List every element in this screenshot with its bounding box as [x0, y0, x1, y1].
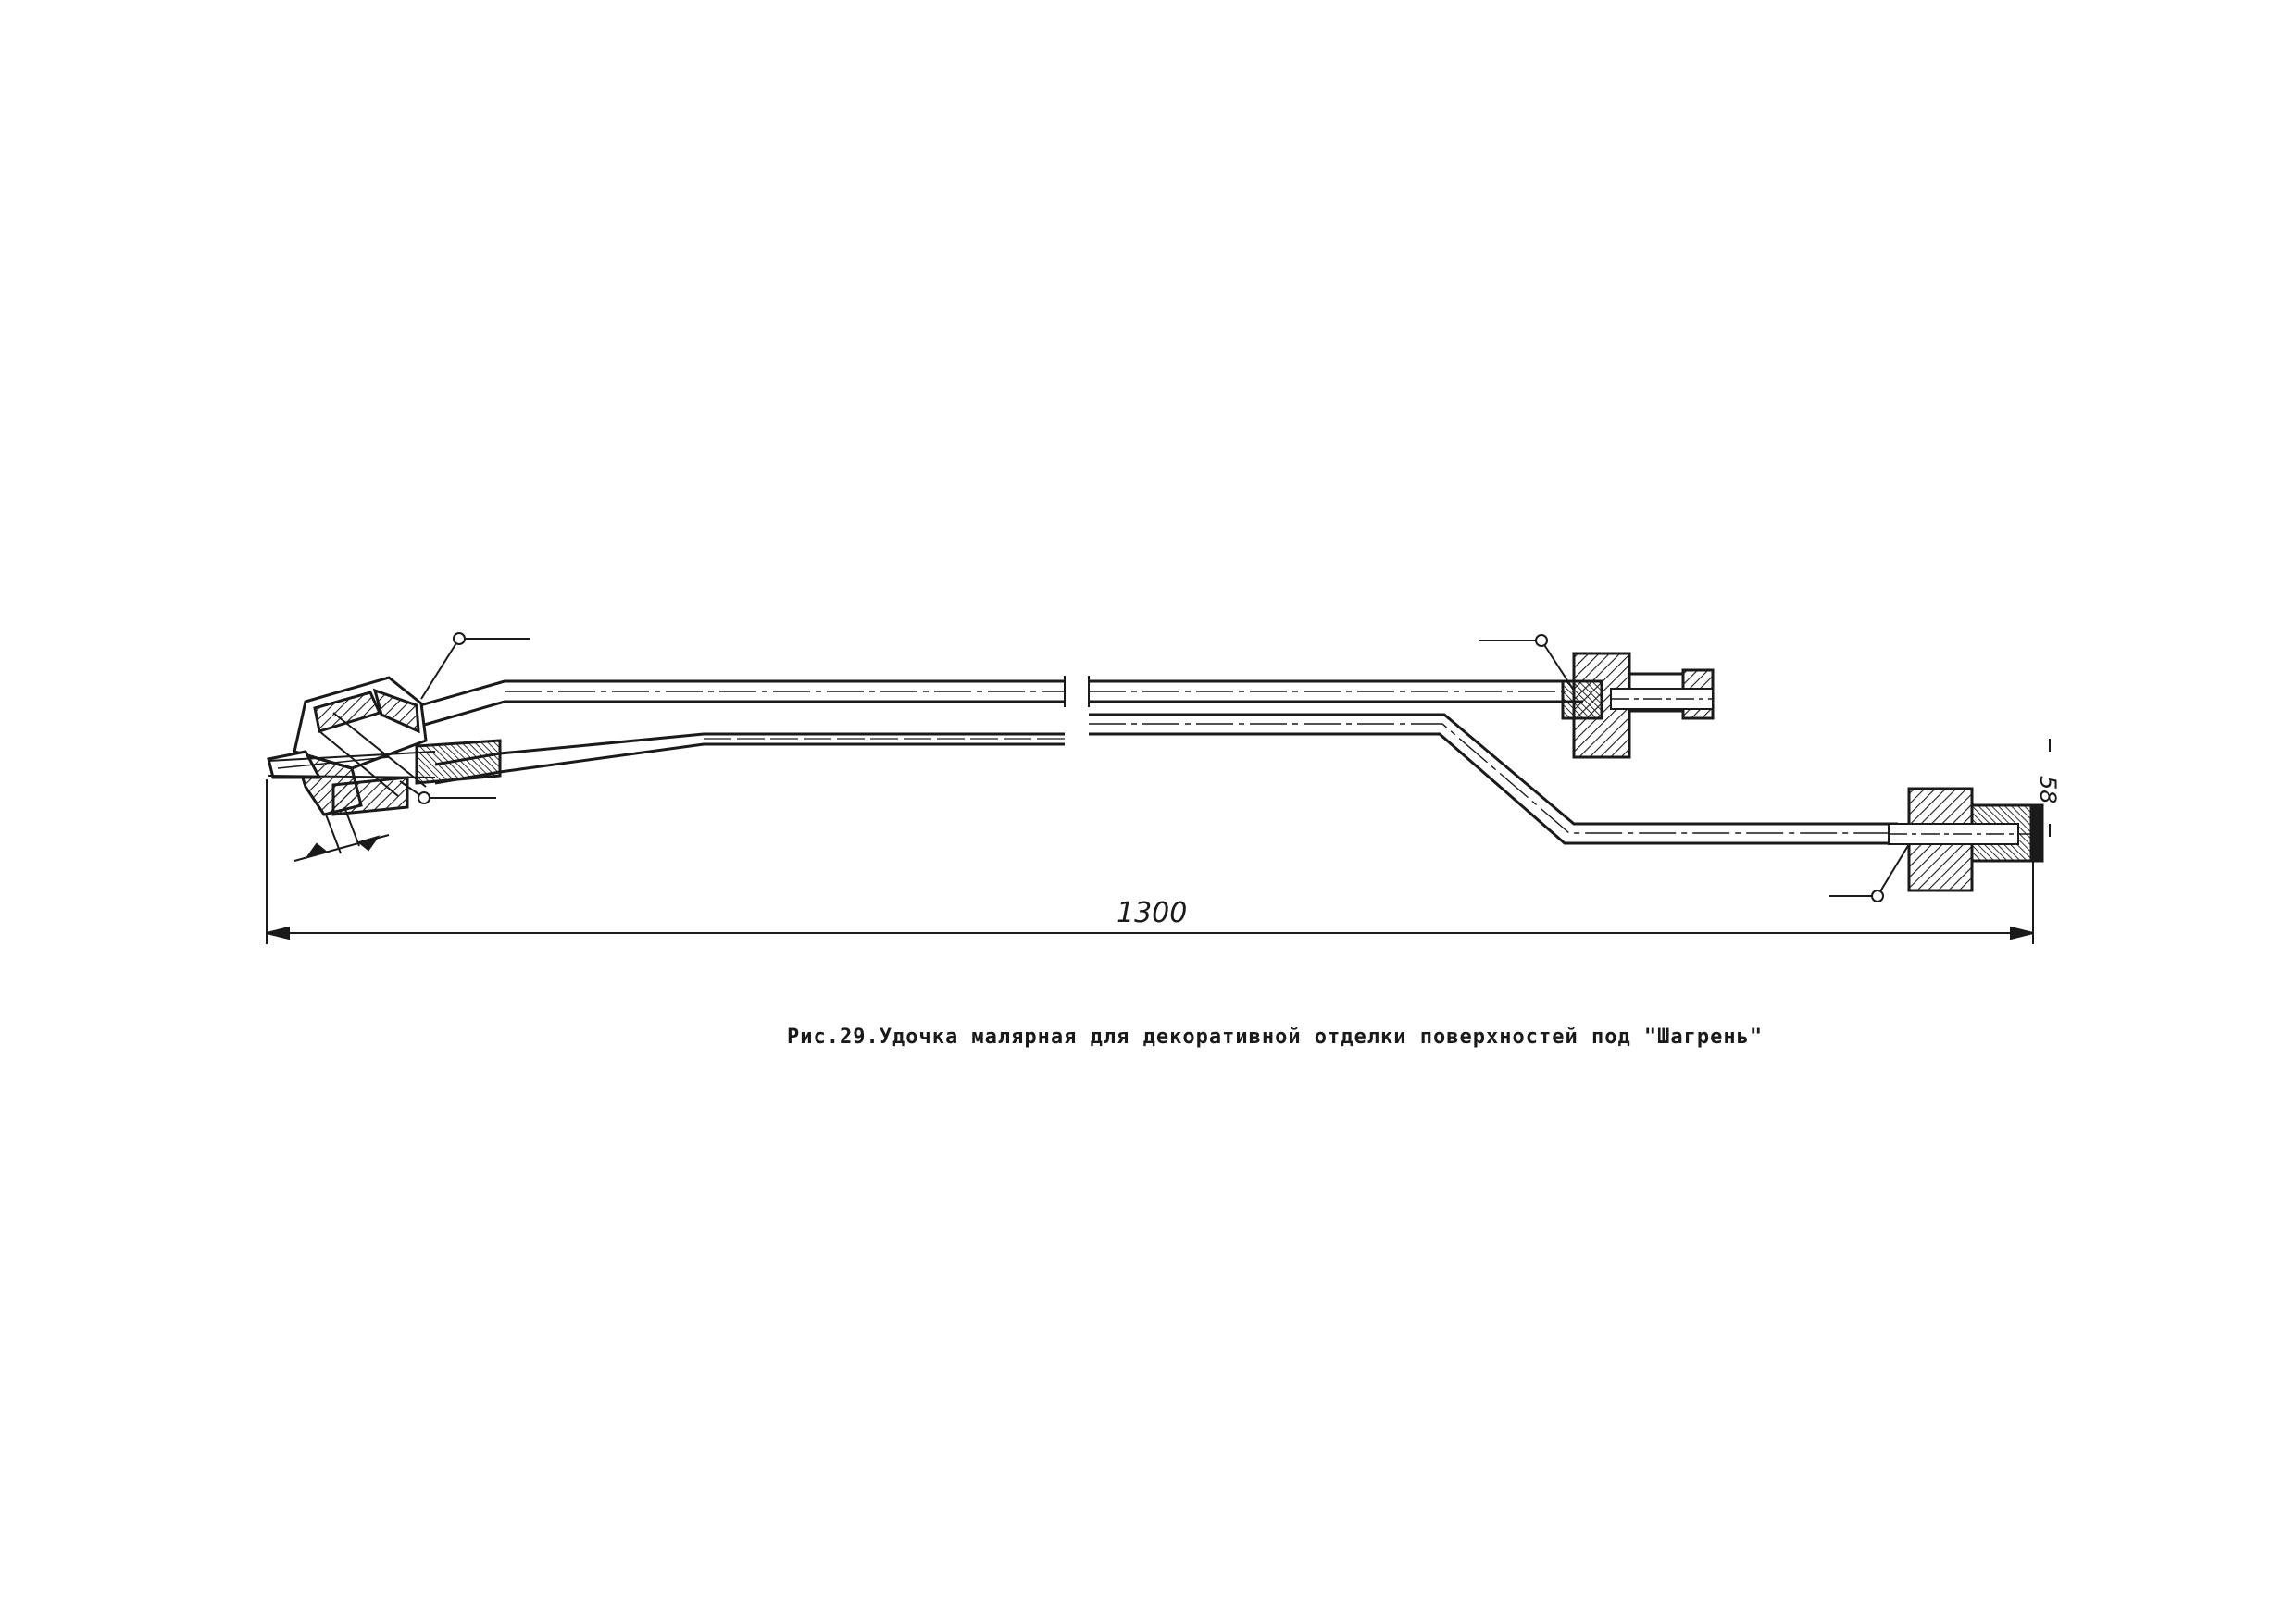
figure-caption: Рис.29.Удочка малярная для декоративной … — [787, 1026, 1764, 1049]
dimension-nozzle-gap — [293, 806, 390, 862]
upper-pipe — [406, 676, 1583, 729]
lower-pipe — [434, 713, 1898, 845]
callout-leaders — [399, 632, 1910, 902]
dimension-overall-length — [266, 779, 2034, 944]
dimension-offset-label: 58 — [2035, 776, 2061, 804]
dimension-overall-length-label: 1300 — [1117, 897, 1187, 929]
nozzle-head — [267, 676, 502, 816]
upper-right-fitting — [1561, 652, 1715, 759]
lower-right-fitting — [1888, 787, 2044, 892]
